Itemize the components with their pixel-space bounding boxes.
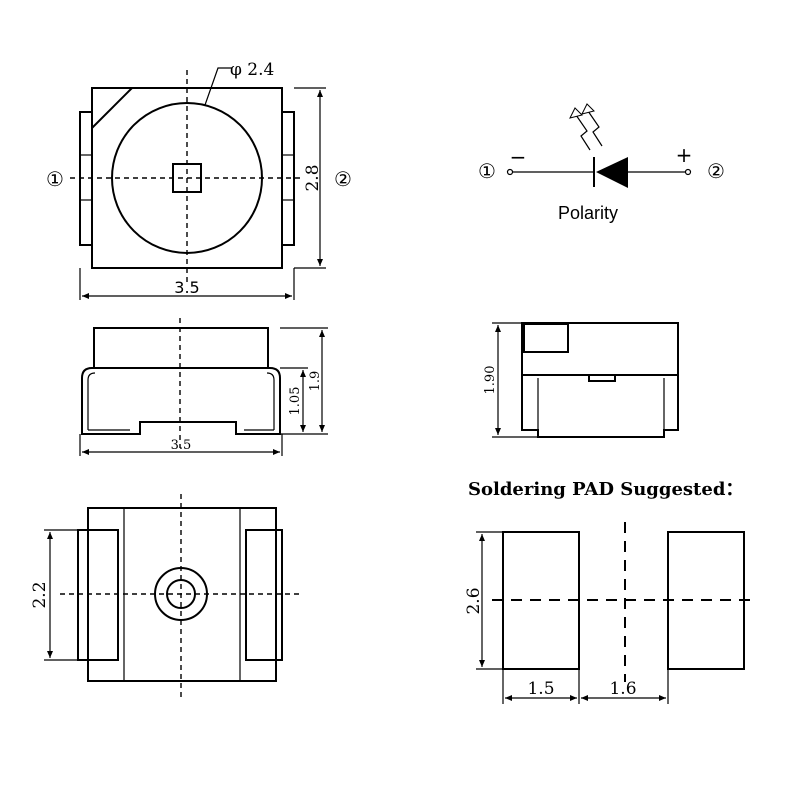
- top-view: φ 2.4 2.8 3.5 ① ②: [46, 60, 352, 300]
- polarity-pin1-label: ①: [478, 159, 496, 183]
- polarity-plus-sign: +: [676, 143, 693, 167]
- polarity-minus-sign: −: [510, 145, 527, 169]
- end-view: 1.90: [483, 322, 679, 438]
- solder-pad-view: Soldering PAD Suggested： 2.6 1.5 1.6: [464, 479, 758, 704]
- bottom-view: 2.2: [30, 494, 300, 698]
- top-height-dim: 2.8: [303, 164, 323, 191]
- side-body-height-dim: 1.05: [288, 387, 303, 416]
- solder-pad-gap-dim: 1.6: [609, 679, 636, 699]
- light-emission-icon: [569, 103, 603, 151]
- bottom-pad-height-dim: 2.2: [30, 581, 50, 608]
- end-view-notch: [588, 374, 616, 382]
- end-view-top: [521, 322, 679, 376]
- end-view-mark: [523, 323, 569, 353]
- end-height-dim: 1.90: [483, 366, 498, 395]
- bottom-pad-right: [245, 529, 283, 661]
- side-width-dim: 3.5: [171, 438, 192, 453]
- end-view-body: [521, 375, 679, 438]
- polarity-symbol: ① − + ② Polarity: [478, 103, 725, 223]
- side-view-body: [81, 367, 281, 435]
- solder-pad-height-dim: 2.6: [464, 587, 484, 614]
- top-pin1-label: ①: [46, 167, 64, 191]
- solder-pad-width-dim: 1.5: [527, 679, 554, 699]
- lens-diameter-label: φ 2.4: [230, 60, 274, 80]
- side-view-lens-cap: [93, 327, 269, 369]
- bottom-pad-left: [77, 529, 119, 661]
- polarity-pin2-label: ②: [707, 159, 725, 183]
- diode-triangle-icon: [596, 157, 628, 188]
- polarity-label: Polarity: [558, 203, 618, 223]
- side-view: 1.05 1.9 3.5: [79, 318, 328, 456]
- solder-pad-title: Soldering PAD Suggested：: [468, 479, 743, 500]
- cathode-mark: [91, 87, 133, 129]
- top-pin2-label: ②: [334, 167, 352, 191]
- top-width-dim: 3.5: [174, 278, 199, 297]
- lens-diameter-leader: [204, 67, 232, 106]
- side-total-height-dim: 1.9: [308, 371, 323, 392]
